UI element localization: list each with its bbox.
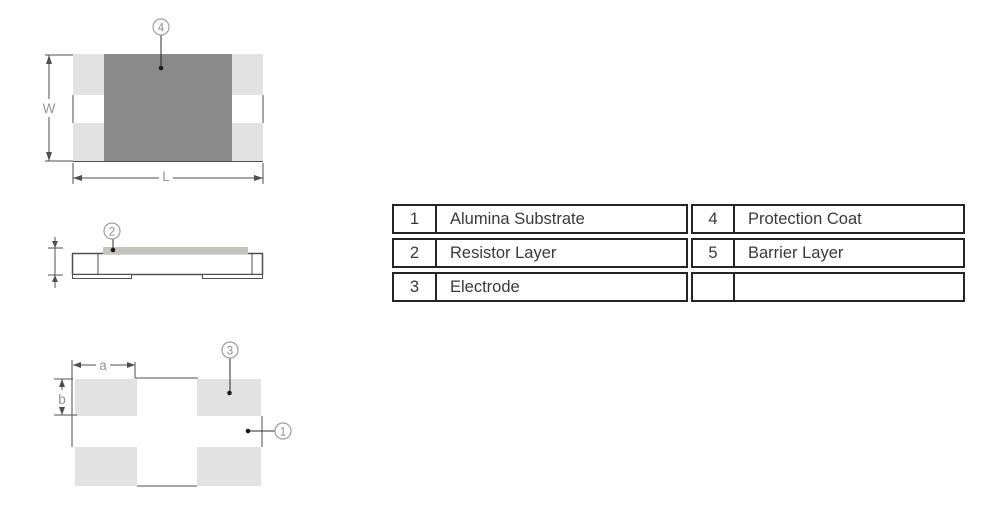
table-row: 2 Resistor Layer bbox=[392, 238, 688, 268]
top-view-termination-top-left bbox=[73, 54, 105, 95]
table-row: 3 Electrode bbox=[392, 272, 688, 302]
dimension-a: a bbox=[73, 357, 136, 378]
side-view-bottom-electrode-left bbox=[72, 274, 132, 279]
dimension-a-label: a bbox=[99, 358, 107, 373]
table-row: 1 Alumina Substrate bbox=[392, 204, 688, 234]
legend-item-number: 5 bbox=[693, 240, 735, 266]
dimension-b: b bbox=[54, 378, 77, 416]
dimension-b-label: b bbox=[58, 392, 66, 407]
side-view-bottom-electrode-right bbox=[202, 274, 263, 279]
callout-3-pointer-dot bbox=[227, 390, 232, 396]
top-view-protection-coat bbox=[104, 54, 232, 161]
side-view-diagram: 2 bbox=[48, 222, 264, 288]
bottom-view-electrode-top-left bbox=[75, 379, 137, 416]
legend-item-number: 2 bbox=[394, 240, 437, 266]
top-view-termination-bottom-left bbox=[73, 123, 105, 161]
legend-item-number: 3 bbox=[394, 274, 437, 300]
side-view-substrate-body bbox=[71, 252, 264, 276]
legend-item-label: Electrode bbox=[450, 277, 520, 296]
top-view-diagram: W L 4 bbox=[41, 18, 264, 184]
callout-4-marker bbox=[152, 18, 170, 36]
legend-item-number bbox=[693, 274, 735, 300]
callout-1-number: 1 bbox=[280, 427, 286, 439]
callout-3-electrode: 3 bbox=[221, 341, 239, 396]
side-view-resistor-layer bbox=[103, 247, 248, 254]
table-row bbox=[691, 272, 965, 302]
legend-item-label: Resistor Layer bbox=[450, 243, 557, 262]
callout-1-marker bbox=[274, 422, 292, 440]
callout-4-number: 4 bbox=[158, 23, 165, 35]
top-view-termination-top-right bbox=[232, 54, 263, 95]
legend-item-number: 1 bbox=[394, 206, 437, 232]
legend-table: 1 Alumina Substrate 2 Resistor Layer 3 E… bbox=[392, 204, 965, 302]
dimension-l: L bbox=[72, 163, 264, 184]
callout-3-marker bbox=[221, 341, 239, 359]
callout-1-pointer-dot bbox=[245, 428, 251, 434]
top-view-termination-bottom-right bbox=[232, 123, 263, 161]
dimension-thickness bbox=[48, 237, 63, 288]
callout-4-pointer-dot bbox=[158, 65, 164, 71]
legend-table-right-half: 4 Protection Coat 5 Barrier Layer bbox=[691, 204, 965, 302]
table-row: 5 Barrier Layer bbox=[691, 238, 965, 268]
legend-item-label: Alumina Substrate bbox=[450, 209, 585, 228]
legend-item-label: Barrier Layer bbox=[748, 243, 844, 262]
callout-1-substrate: 1 bbox=[245, 422, 292, 440]
bottom-view-electrode-top-right bbox=[197, 379, 261, 416]
legend-item-label: Protection Coat bbox=[748, 209, 862, 228]
legend-table-left-half: 1 Alumina Substrate 2 Resistor Layer 3 E… bbox=[392, 204, 688, 302]
callout-3-number: 3 bbox=[227, 346, 233, 358]
callout-2-pointer-dot bbox=[110, 247, 116, 253]
bottom-view-electrode-bottom-left bbox=[75, 447, 137, 486]
callout-2-resistor-layer: 2 bbox=[103, 222, 121, 253]
callout-2-marker bbox=[103, 222, 121, 240]
bottom-view-electrode-bottom-right bbox=[197, 447, 261, 486]
width-dimension-label: W bbox=[43, 101, 56, 116]
length-dimension-label: L bbox=[162, 169, 170, 184]
table-row: 4 Protection Coat bbox=[691, 204, 965, 234]
legend-item-number: 4 bbox=[693, 206, 735, 232]
bottom-view-diagram: a b 3 bbox=[54, 341, 292, 487]
dimension-w: W bbox=[41, 54, 73, 162]
callout-2-number: 2 bbox=[109, 227, 115, 239]
callout-4-protection-coat: 4 bbox=[152, 18, 170, 71]
